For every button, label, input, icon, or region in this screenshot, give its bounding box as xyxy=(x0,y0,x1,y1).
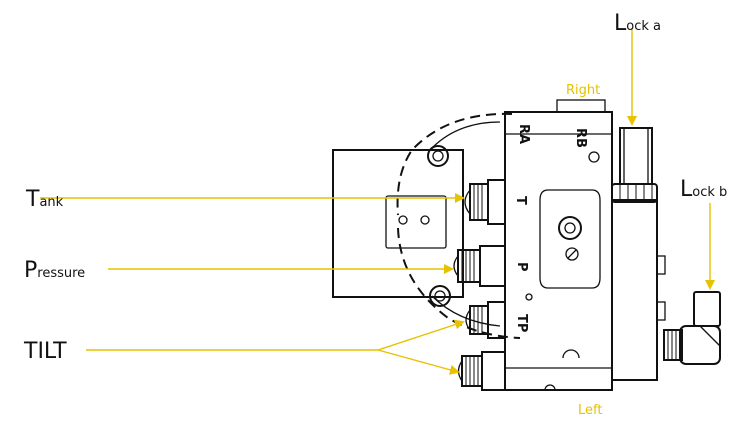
port-label-t: T xyxy=(513,196,528,205)
lock-block xyxy=(611,127,666,381)
label-right: Right xyxy=(566,83,600,98)
fitting-tank xyxy=(464,179,506,225)
callout-leaders xyxy=(40,28,715,375)
fitting-pressure xyxy=(453,245,506,287)
label-lock-b: Lock b xyxy=(680,177,727,202)
label-left: Left xyxy=(578,403,602,418)
label-pressure: Pressure xyxy=(24,258,85,283)
mounting-plate xyxy=(332,149,464,298)
port-label-rb: RB xyxy=(573,128,588,148)
fitting-tp xyxy=(465,301,506,339)
label-tilt: TILT xyxy=(23,339,67,364)
port-label-ra: RA xyxy=(516,124,531,144)
mounting-bolts xyxy=(427,145,451,307)
elbow-fitting xyxy=(663,291,721,365)
port-label-tp: TP xyxy=(514,314,529,332)
dashed-guard xyxy=(396,112,521,339)
fitting-tilt-lower xyxy=(457,351,506,391)
port-label-p: P xyxy=(514,262,529,272)
label-tank: Tank xyxy=(25,187,64,212)
label-lock-a: Lock a xyxy=(614,11,661,36)
